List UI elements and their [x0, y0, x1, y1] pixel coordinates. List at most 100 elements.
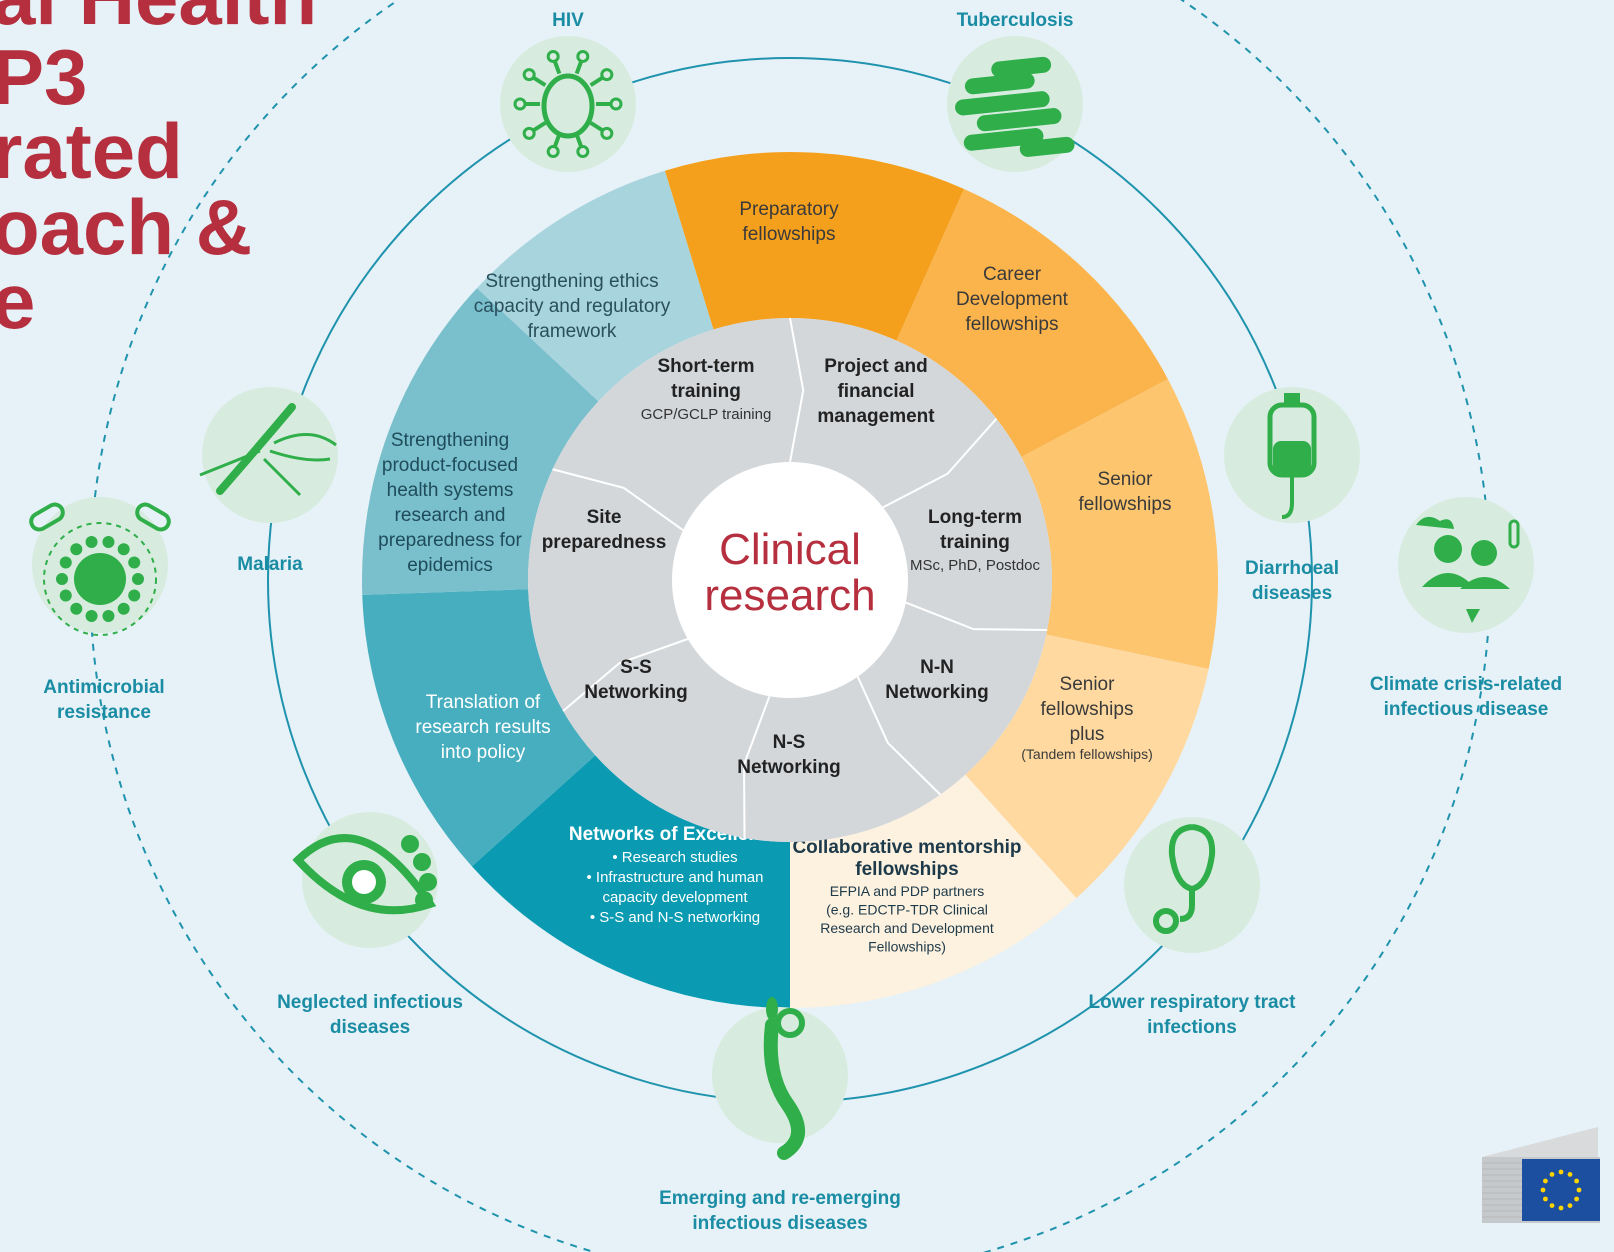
ns-title-line-2: Networking [737, 757, 840, 778]
translation-line-1: Translation of [426, 692, 541, 713]
center-title-line-2: research [704, 571, 875, 620]
senior_plus-line-3: plus [1070, 724, 1105, 745]
ss-title-line-1: S-S [620, 657, 652, 678]
disease-label-climate-line-2: infectious disease [1383, 699, 1549, 720]
outer-label-ethics: Strengthening ethics capacity and regulat… [474, 271, 671, 342]
outer-label-networks: Networks of Excellence• Research studies… [569, 824, 781, 926]
inner-divider-2 [882, 418, 998, 509]
page-title-line-4: oach & [0, 183, 253, 271]
preparatory-line-2: fellowships [743, 224, 836, 245]
outer-segment-health_systems [361, 288, 599, 595]
preparatory-line-1: Preparatory [739, 199, 839, 220]
disease-label-emerging-line-2: infectious diseases [692, 1213, 868, 1234]
short_term-sub-line-1: GCP/GCLP training [641, 406, 772, 423]
collab-title-line-2: fellowships [855, 859, 958, 880]
disease-label-tb-line-1: Tuberculosis [956, 10, 1074, 31]
senior-line-2: fellowships [1079, 494, 1172, 515]
outer-label-senior: Senior fellowships [1079, 469, 1172, 515]
career-line-3: fellowships [966, 314, 1059, 335]
outer-ring: PreparatoryfellowshipsCareerDevelopmentf… [361, 152, 1218, 1008]
long_term-title-line-1: Long-term [928, 507, 1022, 528]
project-title-line-2: financial [837, 381, 914, 402]
inner-divider-5 [743, 695, 771, 839]
short_term-title-line-1: Short-term [657, 356, 754, 377]
disease-label-climate: Climate crisis-related infectious disease [1370, 672, 1562, 722]
networks-bullet-line-1: • Research studies [612, 849, 737, 866]
inner-label-ss: S-S Networking [584, 657, 687, 703]
disease-label-climate-line-1: Climate crisis-related [1369, 674, 1563, 695]
networks-bullet-line-3: capacity development [602, 889, 748, 906]
inner-divider-4 [856, 676, 941, 796]
short_term-title-line-2: training [671, 381, 741, 402]
page-title-line-5: e [0, 257, 36, 345]
mosquito-icon [199, 387, 338, 523]
senior-line-1: Senior [1098, 469, 1154, 490]
ss-title-line-2: Networking [584, 682, 687, 703]
senior_plus-sub-line-1: (Tandem fellowships) [1021, 746, 1153, 762]
disease-label-amr-line-2: resistance [56, 702, 151, 723]
networks-bullet-line-2: • Infrastructure and human [586, 869, 763, 886]
health_systems-line-3: health systems [387, 480, 514, 501]
outer-segment-collab [790, 774, 1077, 1008]
collab-sub-line-4: Fellowships) [868, 939, 946, 955]
eu-star [1549, 1172, 1555, 1177]
eu-star [1574, 1196, 1579, 1202]
nn-title-line-1: N-N [920, 657, 954, 678]
collab-sub-line-1: EFPIA and PDP partners [830, 883, 985, 899]
eu-star [1540, 1187, 1546, 1193]
outer-label-collab: Collaborative mentorshipfellowshipsEFPIA… [792, 837, 1021, 955]
senior_plus-line-2: fellowships [1041, 699, 1134, 720]
lrti-icon-bg [1124, 817, 1260, 953]
site-title-line-2: preparedness [542, 532, 667, 553]
health_systems-line-2: product-focused [382, 455, 518, 476]
ethics-line-1: Strengthening ethics [485, 271, 658, 292]
networks-bullet-line-4: • S-S and N-S networking [590, 909, 760, 926]
long_term-sub-line-1: MSc, PhD, Postdoc [910, 557, 1041, 574]
eu-star [1543, 1196, 1548, 1202]
eu-flag-logo [1480, 1125, 1602, 1230]
career-line-1: Career [983, 264, 1042, 285]
ethics-line-2: capacity and regulatory [474, 296, 671, 317]
disease-label-tb: Tuberculosis [957, 8, 1074, 33]
hiv-icon-bg [500, 36, 636, 172]
page-title-line-1: al Health [0, 0, 317, 36]
disease-label-emerging-line-1: Emerging and re-emerging [659, 1188, 901, 1209]
outer-segment-preparatory [664, 152, 965, 341]
sprout-worm-icon [712, 997, 848, 1160]
disease-label-malaria: Malaria [237, 552, 302, 577]
health_systems-line-6: epidemics [407, 555, 493, 576]
outer-segment-translation [362, 589, 596, 867]
outer-segment-senior [1021, 379, 1218, 669]
collab-title-line-1: Collaborative mentorship [792, 837, 1021, 858]
eu-star [1576, 1187, 1582, 1193]
translation-line-3: into policy [441, 742, 526, 763]
eu-star [1574, 1178, 1579, 1184]
health_systems-line-5: preparedness for [378, 530, 522, 551]
eu-star [1549, 1203, 1555, 1208]
inner-divider-6 [562, 638, 689, 712]
long_term-title-line-2: training [940, 532, 1010, 553]
bacteria-rods-icon [947, 36, 1083, 172]
health_systems-line-4: research and [395, 505, 506, 526]
outer-segment-networks [471, 755, 790, 1008]
eu-star [1558, 1169, 1564, 1175]
disease-label-diarrhoeal-line-2: diseases [1251, 583, 1333, 604]
disease-label-neglected-line-2: diseases [329, 1017, 411, 1038]
eye-parasite-icon [292, 812, 438, 948]
center-disc [672, 462, 908, 698]
inner-divider-7 [552, 468, 684, 531]
virus-icon [500, 36, 636, 172]
collab-sub-line-3: Research and Development [820, 920, 994, 936]
